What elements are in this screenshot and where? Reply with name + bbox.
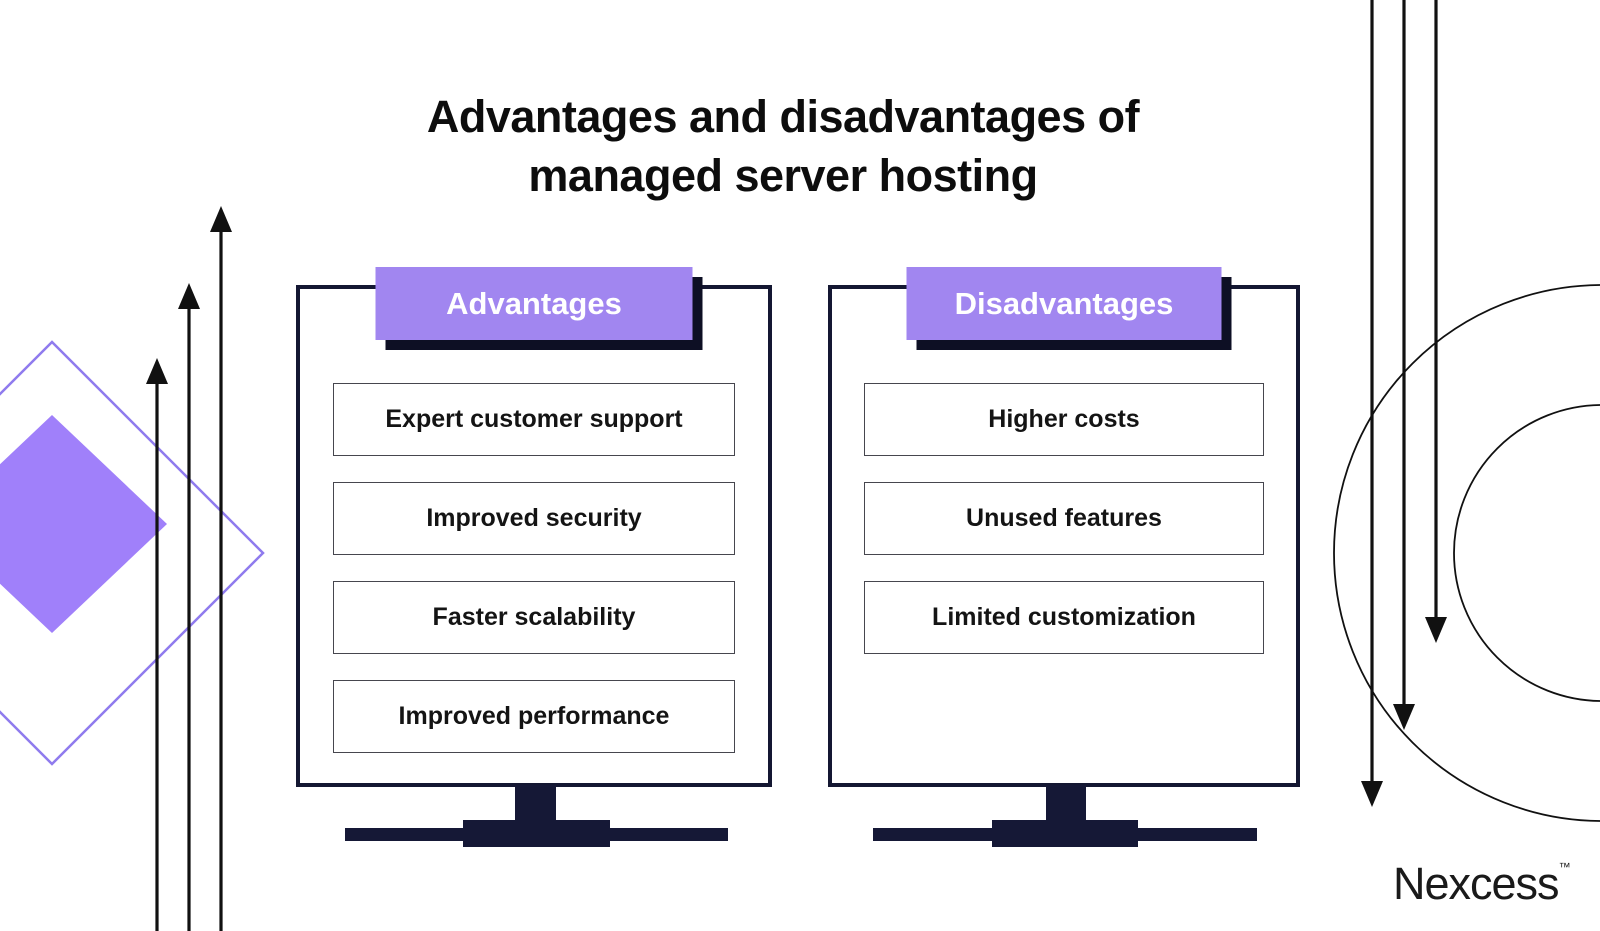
list-item: Unused features xyxy=(864,482,1264,555)
inner-circle-icon xyxy=(1453,404,1600,702)
list-item: Expert customer support xyxy=(333,383,735,456)
list-item: Limited customization xyxy=(864,581,1264,654)
outline-diamond-icon xyxy=(0,340,265,766)
brand-logo: Nexcess™ xyxy=(1393,858,1571,910)
filled-diamond-icon xyxy=(0,415,167,633)
monitor-stand-bar xyxy=(873,828,1257,841)
up-arrow-icon xyxy=(210,206,232,931)
list-item: Higher costs xyxy=(864,383,1264,456)
page-title-line1: Advantages and disadvantages of xyxy=(426,91,1140,142)
brand-logo-text: Nexcess xyxy=(1393,858,1560,909)
list-item: Improved performance xyxy=(333,680,735,753)
advantages-monitor: Advantages Expert customer support Impro… xyxy=(296,267,772,787)
list-item: Faster scalability xyxy=(333,581,735,654)
monitor-stand-neck xyxy=(515,785,556,822)
monitor-stand-bar xyxy=(345,828,728,841)
trademark-symbol: ™ xyxy=(1558,860,1571,874)
down-arrow-icon xyxy=(1425,0,1447,643)
down-arrow-icon xyxy=(1393,0,1415,730)
page-title-line2: managed server hosting xyxy=(528,149,1038,201)
advantages-list: Expert customer support Improved securit… xyxy=(333,383,735,753)
disadvantages-list: Higher costs Unused features Limited cus… xyxy=(864,383,1264,654)
outer-circle-icon xyxy=(1333,284,1600,822)
down-arrow-icon xyxy=(1361,0,1383,807)
monitor-stand-neck xyxy=(1046,785,1086,822)
page-title: Advantages and disadvantages of managed … xyxy=(283,88,1283,205)
up-arrow-icon xyxy=(178,283,200,931)
disadvantages-monitor: Disadvantages Higher costs Unused featur… xyxy=(828,267,1300,787)
disadvantages-header: Disadvantages xyxy=(906,267,1222,340)
up-arrow-icon xyxy=(146,358,168,931)
list-item: Improved security xyxy=(333,482,735,555)
advantages-header: Advantages xyxy=(375,267,693,340)
